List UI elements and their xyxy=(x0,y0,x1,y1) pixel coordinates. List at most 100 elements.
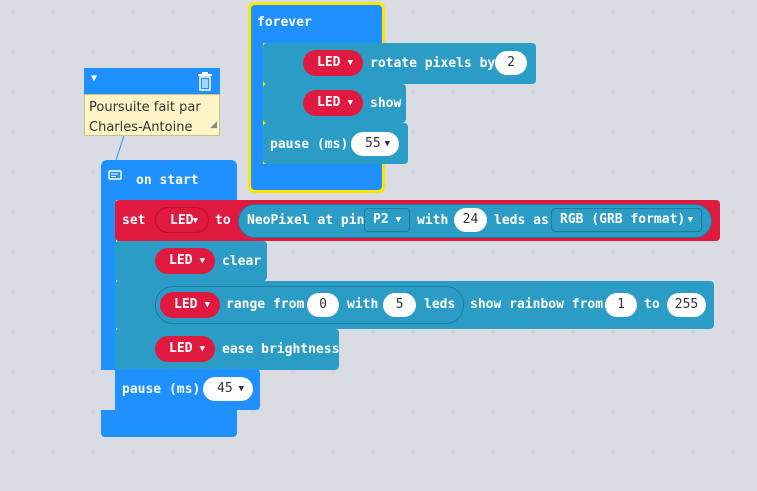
grid-mark xyxy=(610,169,616,175)
led-variable-dropdown[interactable]: LED▼ xyxy=(155,248,215,274)
grid-mark xyxy=(610,129,616,135)
grid-mark xyxy=(90,289,96,295)
pause-duration-dropdown[interactable]: 45▼ xyxy=(203,377,253,401)
grid-mark xyxy=(10,289,16,295)
range-from-input[interactable]: 0 xyxy=(307,293,339,317)
grid-mark xyxy=(730,89,736,95)
grid-mark xyxy=(410,369,416,375)
grid-mark xyxy=(10,409,16,415)
grid-mark xyxy=(170,449,176,455)
grid-mark xyxy=(290,449,296,455)
grid-mark xyxy=(690,409,696,415)
rotate-amount-input[interactable]: 2 xyxy=(495,51,527,75)
grid-mark xyxy=(650,49,656,55)
grid-mark xyxy=(450,329,456,335)
grid-mark xyxy=(450,129,456,135)
grid-mark xyxy=(410,169,416,175)
leds-as-label: leds as xyxy=(494,213,549,228)
grid-mark xyxy=(90,249,96,255)
grid-mark xyxy=(450,409,456,415)
set-label: set xyxy=(122,213,146,228)
grid-mark xyxy=(450,449,456,455)
rainbow-to-input[interactable]: 255 xyxy=(667,293,706,317)
grid-mark xyxy=(370,409,376,415)
grid-mark xyxy=(370,329,376,335)
grid-mark xyxy=(490,169,496,175)
grid-mark xyxy=(530,89,536,95)
grid-mark xyxy=(610,409,616,415)
leds-count-input[interactable]: 24 xyxy=(454,208,487,232)
with-label: with xyxy=(417,213,449,228)
led-variable-dropdown[interactable]: LED▼ xyxy=(155,336,215,362)
grid-mark xyxy=(210,9,216,15)
led-variable-dropdown[interactable]: LED▼ xyxy=(303,50,363,76)
comment-line-2: Charles-Antoine xyxy=(89,120,193,135)
ease-brightness-block[interactable] xyxy=(115,329,339,370)
grid-mark xyxy=(250,449,256,455)
grid-mark xyxy=(530,249,536,255)
grid-mark xyxy=(530,129,536,135)
grid-mark xyxy=(490,249,496,255)
grid-mark xyxy=(10,369,16,375)
trash-icon[interactable] xyxy=(197,71,213,91)
grid-mark xyxy=(450,249,456,255)
grid-mark xyxy=(50,209,56,215)
grid-mark xyxy=(90,209,96,215)
rainbow-from-input[interactable]: 1 xyxy=(605,293,637,317)
show-label: show xyxy=(370,96,402,111)
resize-handle-icon[interactable]: ◢ xyxy=(210,120,217,130)
grid-mark xyxy=(10,89,16,95)
on-start-header[interactable] xyxy=(101,160,237,200)
on-start-label: on start xyxy=(136,173,199,188)
grid-mark xyxy=(10,329,16,335)
grid-mark xyxy=(490,9,496,15)
grid-mark xyxy=(650,369,656,375)
comment-text[interactable]: Poursuite fait par Charles-Antoine ◢ xyxy=(84,94,220,136)
pin-dropdown[interactable]: P2▼ xyxy=(364,208,410,232)
led-variable-dropdown[interactable]: LED▼ xyxy=(155,207,209,233)
grid-mark xyxy=(10,49,16,55)
pause-label: pause (ms) xyxy=(270,137,349,152)
grid-mark xyxy=(610,449,616,455)
grid-mark xyxy=(570,89,576,95)
grid-mark xyxy=(730,369,736,375)
pause-duration-dropdown[interactable]: 55▼ xyxy=(351,132,399,156)
led-variable-dropdown[interactable]: LED▼ xyxy=(303,90,363,116)
grid-mark xyxy=(730,169,736,175)
grid-mark xyxy=(490,89,496,95)
grid-mark xyxy=(650,449,656,455)
grid-mark xyxy=(730,289,736,295)
grid-mark xyxy=(410,249,416,255)
grid-mark xyxy=(690,329,696,335)
comment-icon[interactable] xyxy=(108,170,122,182)
grid-mark xyxy=(90,369,96,375)
grid-mark xyxy=(130,449,136,455)
range-count-input[interactable]: 5 xyxy=(383,293,416,317)
show-rainbow-from-label: show rainbow from xyxy=(470,297,604,312)
grid-mark xyxy=(730,49,736,55)
grid-mark xyxy=(690,449,696,455)
grid-mark xyxy=(570,249,576,255)
grid-mark xyxy=(570,49,576,55)
grid-mark xyxy=(610,249,616,255)
grid-mark xyxy=(730,209,736,215)
collapse-icon[interactable]: ▼ xyxy=(91,73,98,84)
comment-header[interactable]: ▼ xyxy=(84,68,220,94)
pixel-format-dropdown[interactable]: RGB (GRB format)▼ xyxy=(551,208,702,232)
on-start-spine xyxy=(101,198,116,370)
grid-mark xyxy=(490,409,496,415)
grid-mark xyxy=(530,449,536,455)
grid-mark xyxy=(50,409,56,415)
grid-mark xyxy=(170,49,176,55)
grid-mark xyxy=(410,89,416,95)
comment-line-1: Poursuite fait par xyxy=(89,100,201,115)
to-label: to xyxy=(215,213,231,228)
forever-header[interactable] xyxy=(251,5,382,43)
grid-mark xyxy=(650,129,656,135)
grid-mark xyxy=(410,9,416,15)
led-variable-dropdown[interactable]: LED▼ xyxy=(160,292,220,318)
forever-label: forever xyxy=(257,15,312,30)
grid-mark xyxy=(610,89,616,95)
grid-mark xyxy=(610,369,616,375)
rotate-pixels-label: rotate pixels by xyxy=(370,56,496,71)
